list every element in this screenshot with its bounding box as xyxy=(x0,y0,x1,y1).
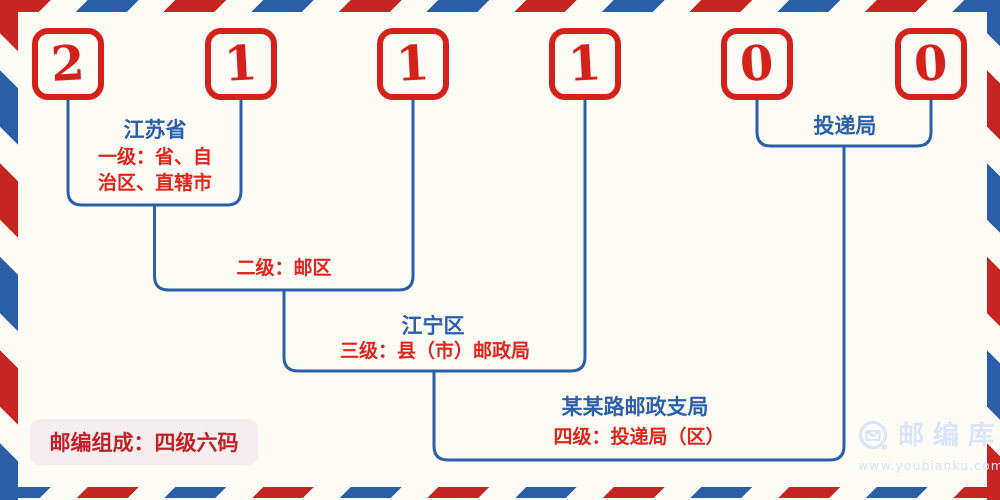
airmail-border-bottom xyxy=(0,487,1000,498)
digit-6: 0 xyxy=(912,35,950,93)
digit-box-4: 1 xyxy=(549,28,621,100)
connector-delivery xyxy=(755,100,933,148)
label-level2-desc: 二级：邮区 xyxy=(236,257,332,279)
label-level4-desc: 四级：投递局（区） xyxy=(553,426,725,448)
watermark-url: www.youbianku.com xyxy=(858,458,1000,473)
digit-4: 1 xyxy=(566,35,604,93)
digit-1: 2 xyxy=(49,35,87,93)
label-branch-name: 某某路邮政支局 xyxy=(561,395,709,419)
digit-box-6: 0 xyxy=(895,28,967,100)
label-level1-desc-line2: 治区、直辖市 xyxy=(97,172,213,194)
composition-badge-label: 邮编组成：四级六码 xyxy=(49,431,239,455)
airmail-border-left xyxy=(0,0,18,500)
digit-box-3: 1 xyxy=(377,28,449,100)
label-delivery-name: 投递局 xyxy=(813,114,877,138)
digit-box-2: 1 xyxy=(205,28,277,100)
digit-5: 0 xyxy=(738,35,776,93)
digit-box-5: 0 xyxy=(721,28,793,100)
label-district-name: 江宁区 xyxy=(401,314,465,338)
digit-2: 1 xyxy=(222,35,260,93)
airmail-border-right xyxy=(987,0,1000,500)
label-province-name: 江苏省 xyxy=(123,118,187,142)
watermark: 邮编库 www.youbianku.com xyxy=(858,420,1000,473)
digit-box-1: 2 xyxy=(32,28,104,100)
airmail-border-top xyxy=(0,0,1000,12)
composition-badge: 邮编组成：四级六码 xyxy=(30,419,258,465)
label-level1-desc: 一级：省、自 治区、直辖市 xyxy=(98,144,212,196)
connector-level4 xyxy=(432,146,846,462)
digit-3: 1 xyxy=(394,35,432,93)
envelope-logo-icon xyxy=(859,421,887,450)
label-level3-desc: 三级：县（市）邮政局 xyxy=(339,340,531,362)
label-level1-desc-line1: 一级：省、自 xyxy=(97,146,213,168)
watermark-brand: 邮编库 xyxy=(898,421,1000,451)
